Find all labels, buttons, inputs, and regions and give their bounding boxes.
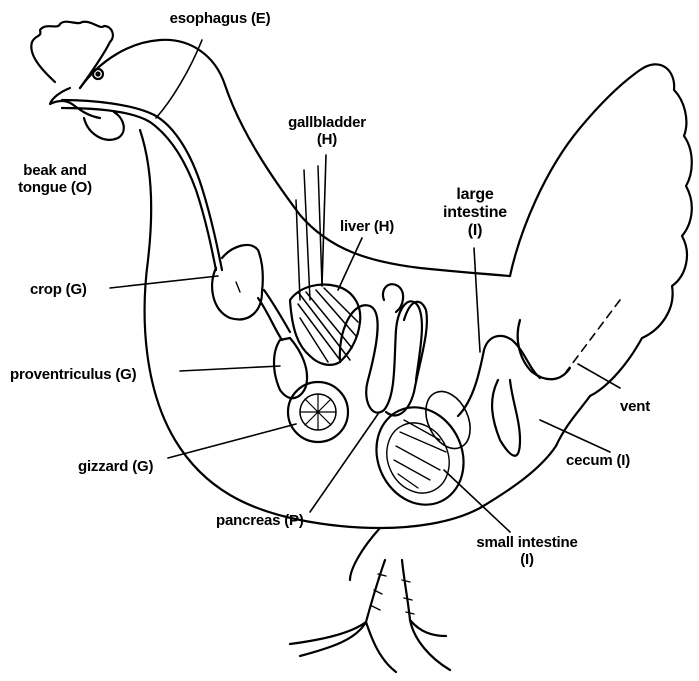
- label-pancreas: pancreas (P): [216, 512, 304, 529]
- label-esophagus: esophagus (E): [150, 10, 290, 27]
- label-small-intestine-line1: small intestine: [462, 534, 592, 551]
- label-gallbladder-line2: (H): [272, 131, 382, 148]
- cecum-outline: [492, 380, 520, 456]
- gizzard-leader: [168, 424, 296, 458]
- duodenal-loop: [340, 301, 422, 412]
- eye-pupil: [97, 73, 100, 76]
- crop-leader: [110, 276, 218, 288]
- small-intestine-leader: [444, 470, 510, 532]
- large-intestine: [458, 336, 540, 416]
- head-outline: [80, 40, 510, 276]
- esophagus-leader: [156, 40, 202, 118]
- label-gallbladder-line1: gallbladder: [272, 114, 382, 131]
- label-large-intestine-line1: large: [430, 186, 520, 204]
- tail-outline: [510, 64, 692, 396]
- label-cecum: cecum (I): [566, 452, 630, 469]
- label-beak-and-tongue-line2: tongue (O): [10, 179, 100, 196]
- label-gallbladder: gallbladder (H): [272, 114, 382, 148]
- leg-right: [402, 560, 450, 670]
- label-liver: liver (H): [340, 218, 394, 235]
- label-vent: vent: [620, 398, 650, 415]
- beak-outline: [50, 88, 100, 118]
- leg-left: [290, 560, 396, 672]
- label-crop: crop (G): [30, 281, 87, 298]
- cecum-leader: [540, 420, 610, 452]
- label-small-intestine-line2: (I): [462, 551, 592, 568]
- label-beak-and-tongue: beak and tongue (O): [10, 162, 100, 196]
- label-large-intestine: large intestine (I): [430, 186, 520, 240]
- label-proventriculus: proventriculus (G): [10, 366, 136, 383]
- liver-leader: [338, 238, 362, 290]
- label-small-intestine: small intestine (I): [462, 534, 592, 568]
- gallbladder-leader: [322, 155, 326, 286]
- proventriculus-leader: [180, 366, 280, 371]
- label-large-intestine-line3: (I): [430, 222, 520, 240]
- label-gizzard: gizzard (G): [78, 458, 153, 475]
- large-intestine-leader: [474, 248, 480, 352]
- label-large-intestine-line2: intestine: [430, 204, 520, 222]
- label-beak-and-tongue-line1: beak and: [10, 162, 100, 179]
